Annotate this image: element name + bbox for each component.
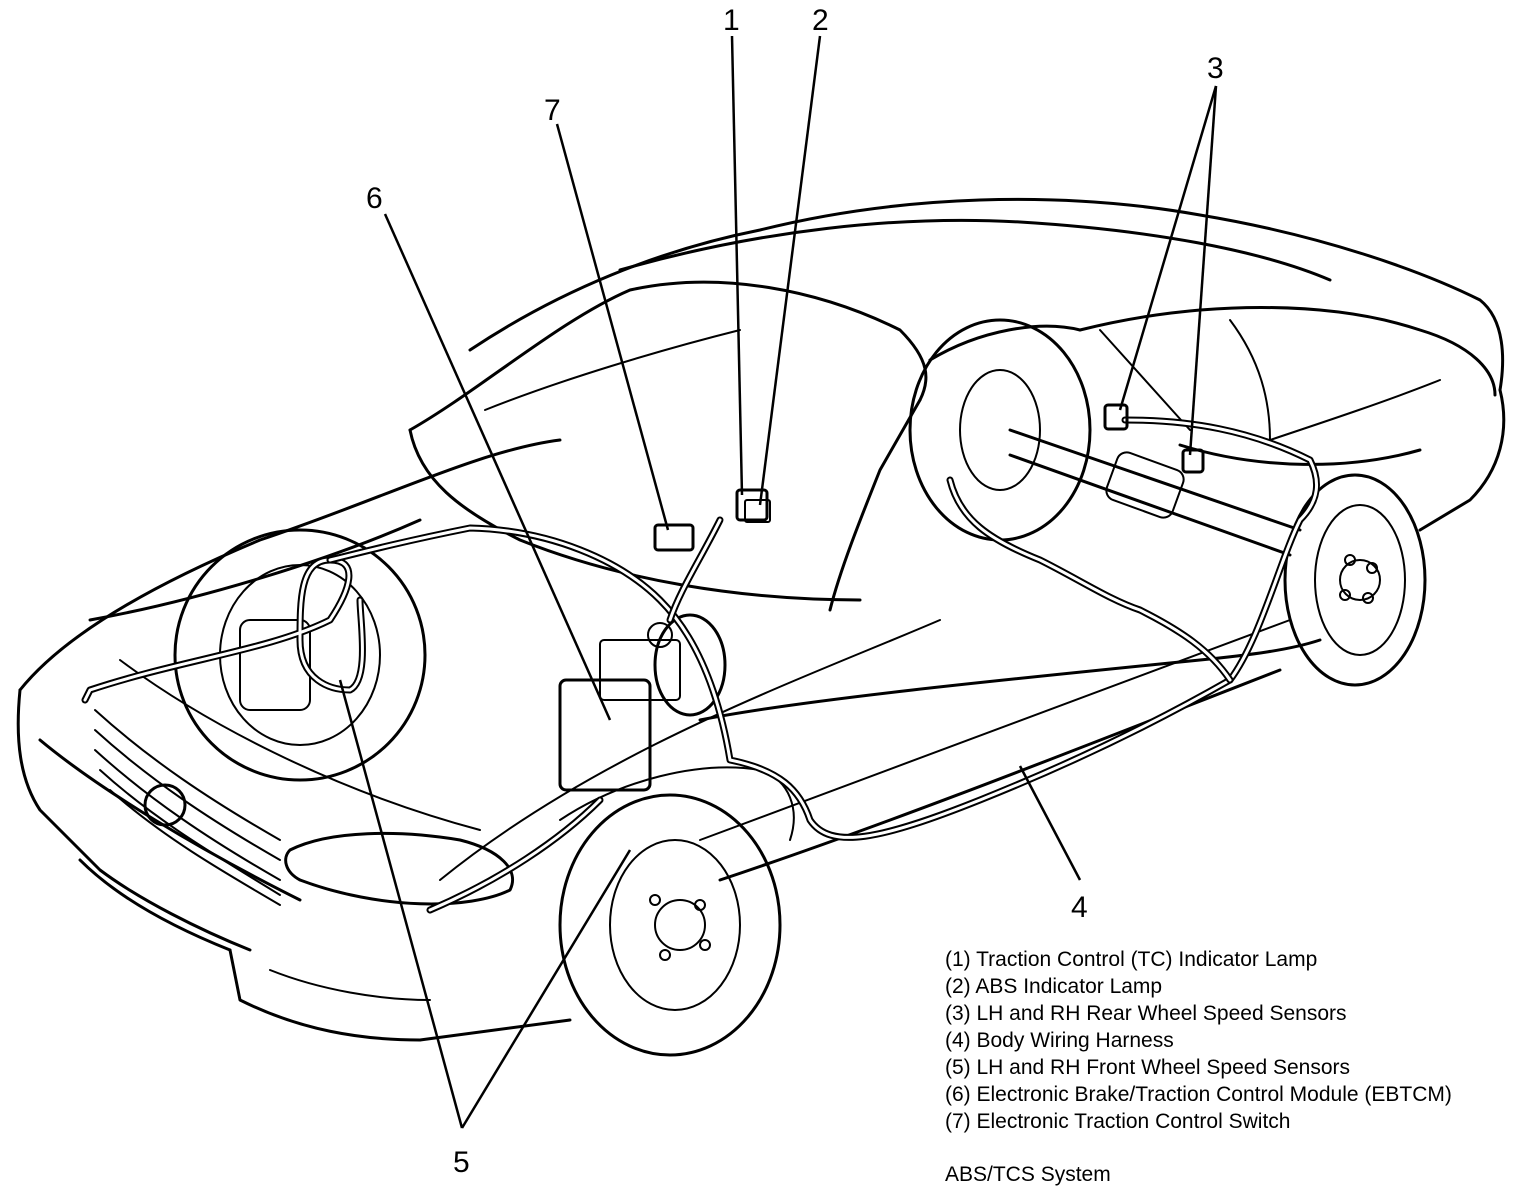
callout-3: 3 (1207, 52, 1224, 85)
rear-left-wheel (908, 318, 1092, 542)
legend-item-5: (5) LH and RH Front Wheel Speed Sensors (945, 1056, 1351, 1079)
dash-components (653, 488, 771, 552)
front-left-wheel (173, 528, 427, 782)
rear-wheel-speed-sensors (1103, 403, 1205, 474)
diagram-caption: ABS/TCS System (945, 1163, 1111, 1186)
callout-6: 6 (366, 182, 383, 215)
legend-item-3: (3) LH and RH Rear Wheel Speed Sensors (945, 1002, 1347, 1025)
legend-item-6: (6) Electronic Brake/Traction Control Mo… (945, 1083, 1452, 1106)
callout-7: 7 (544, 94, 561, 127)
rear-right-wheel (1283, 473, 1427, 687)
front-right-wheel (558, 793, 782, 1057)
callout-4: 4 (1071, 891, 1088, 924)
legend-item-2: (2) ABS Indicator Lamp (945, 975, 1163, 998)
callout-2: 2 (812, 4, 829, 37)
car-body (16, 197, 1506, 1042)
legend: (1) Traction Control (TC) Indicator Lamp… (945, 946, 1452, 1135)
legend-item-7: (7) Electronic Traction Control Switch (945, 1110, 1291, 1133)
body-wiring-harness (81, 416, 1321, 914)
legend-item-1: (1) Traction Control (TC) Indicator Lamp (945, 948, 1318, 971)
rear-axle (1008, 428, 1302, 557)
leader-lines (338, 35, 1218, 1129)
ebtcm-module (558, 613, 727, 792)
legend-item-4: (4) Body Wiring Harness (945, 1029, 1174, 1052)
callout-5: 5 (453, 1146, 470, 1179)
callout-1: 1 (723, 4, 740, 37)
